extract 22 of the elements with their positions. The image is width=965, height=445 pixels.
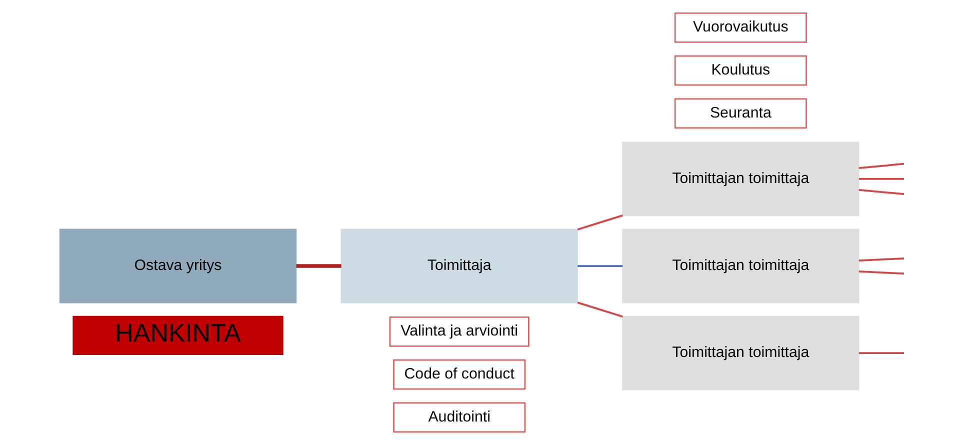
node-box: Ostava yritys: [59, 228, 297, 304]
node-box: Vuorovaikutus: [674, 12, 807, 43]
connector: [858, 162, 904, 169]
connector: [858, 352, 904, 354]
node-box: Code of conduct: [393, 359, 526, 390]
connector: [858, 178, 904, 180]
connector: [858, 270, 904, 275]
connector: [578, 265, 623, 267]
node-box: Toimittajan toimittaja: [622, 316, 860, 390]
node-box: HANKINTA: [72, 316, 284, 355]
node-box: Valinta ja arviointi: [389, 316, 530, 347]
connector: [858, 188, 904, 196]
node-box: Toimittaja: [340, 228, 578, 304]
node-box: Auditointi: [393, 402, 526, 433]
connector: [577, 302, 623, 318]
node-box: Seuranta: [674, 98, 807, 128]
connector: [296, 264, 342, 268]
connector: [858, 258, 904, 262]
node-box: Toimittajan toimittaja: [622, 142, 860, 216]
node-box: Koulutus: [674, 55, 807, 86]
node-box: Toimittajan toimittaja: [622, 228, 860, 304]
connector: [577, 214, 623, 230]
